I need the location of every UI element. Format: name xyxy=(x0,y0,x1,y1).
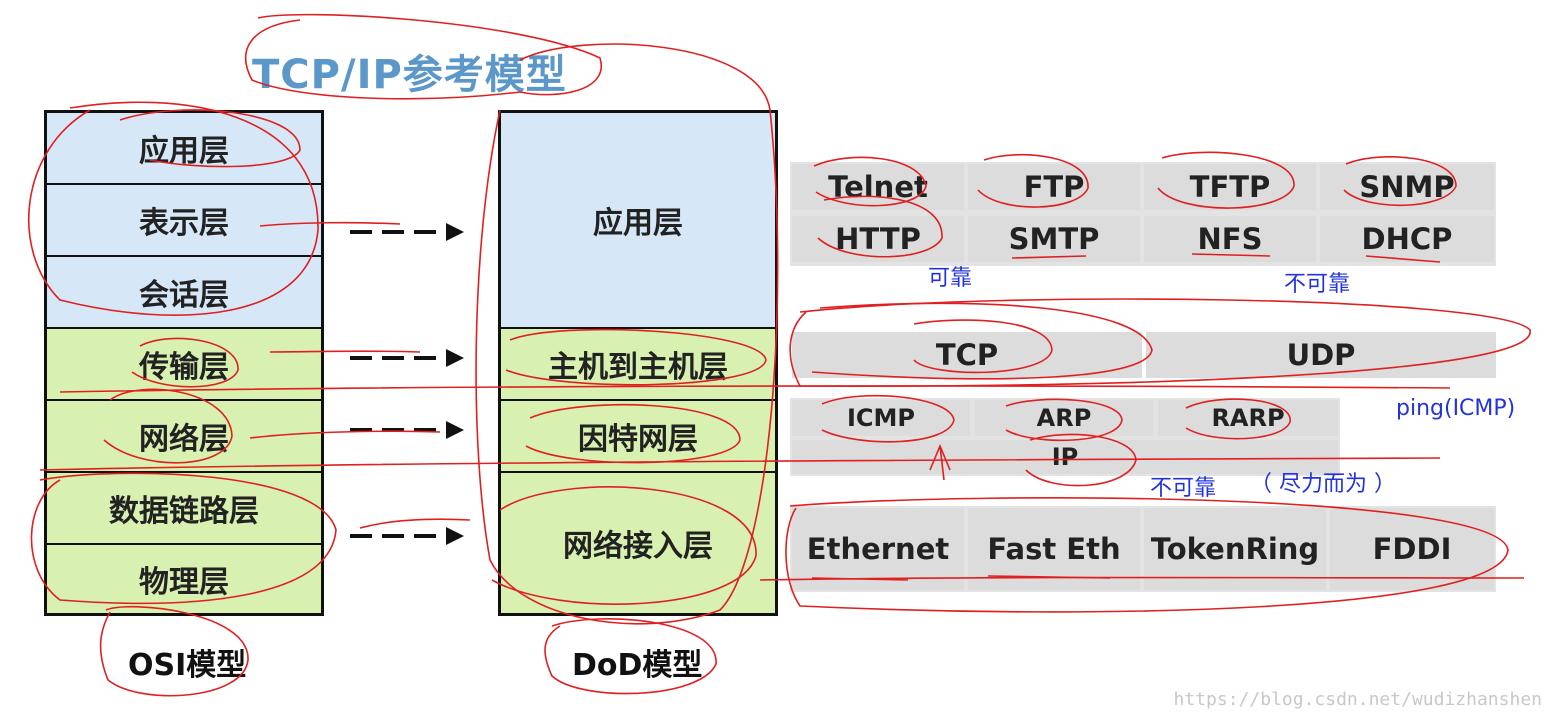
diagram-title: TCP/IP参考模型 xyxy=(252,52,567,98)
osi-layer-application: 应用层 xyxy=(47,113,321,185)
note-reliable: 可靠 xyxy=(928,266,973,291)
protocol-arp: ARP xyxy=(975,400,1153,436)
protocol-tftp: TFTP xyxy=(1144,164,1316,210)
protocol-icmp: ICMP xyxy=(792,400,970,436)
protocol-smtp: SMTP xyxy=(968,216,1140,262)
protocol-dhcp: DHCP xyxy=(1320,216,1494,262)
protocol-fast-eth: Fast Eth xyxy=(968,508,1140,590)
arrow-datalink xyxy=(350,527,470,545)
watermark: https://blog.csdn.net/wudizhanshen xyxy=(1173,689,1542,710)
osi-stack: 应用层 表示层 会话层 传输层 网络层 数据链路层 物理层 xyxy=(44,110,324,616)
dod-layer-application: 应用层 xyxy=(501,113,775,329)
protocol-ftp: FTP xyxy=(968,164,1140,210)
protocol-http: HTTP xyxy=(792,216,964,262)
osi-layer-network: 网络层 xyxy=(47,401,321,473)
protocol-tokenring: TokenRing xyxy=(1144,508,1326,590)
osi-caption: OSI模型 xyxy=(128,648,247,683)
arrow-transport xyxy=(350,349,470,367)
osi-layer-transport: 传输层 xyxy=(47,329,321,401)
note-best-effort: （ 尽力而为 ） xyxy=(1250,472,1396,497)
osi-layer-datalink: 数据链路层 xyxy=(47,473,321,545)
dod-caption: DoD模型 xyxy=(572,648,703,683)
note-ping-icmp: ping(ICMP) xyxy=(1396,396,1516,421)
note-unreliable-app: 不可靠 xyxy=(1284,272,1351,297)
protocol-rarp: RARP xyxy=(1158,400,1338,436)
arrow-application xyxy=(350,223,470,241)
protocol-fddi: FDDI xyxy=(1330,508,1494,590)
protocol-ethernet: Ethernet xyxy=(792,508,964,590)
protocol-telnet: Telnet xyxy=(792,164,964,210)
osi-layer-presentation: 表示层 xyxy=(47,185,321,257)
note-unreliable-ip: 不可靠 xyxy=(1150,476,1217,501)
dod-layer-internet: 因特网层 xyxy=(501,401,775,473)
dod-layer-host-to-host: 主机到主机层 xyxy=(501,329,775,401)
osi-layer-physical: 物理层 xyxy=(47,545,321,613)
protocol-udp: UDP xyxy=(1146,332,1496,378)
dod-layer-network-access: 网络接入层 xyxy=(501,473,775,613)
protocol-tcp: TCP xyxy=(792,332,1142,378)
arrow-network xyxy=(350,421,470,439)
dod-stack: 应用层 主机到主机层 因特网层 网络接入层 xyxy=(498,110,778,616)
osi-layer-session: 会话层 xyxy=(47,257,321,329)
protocol-nfs: NFS xyxy=(1144,216,1316,262)
protocol-snmp: SNMP xyxy=(1320,164,1494,210)
